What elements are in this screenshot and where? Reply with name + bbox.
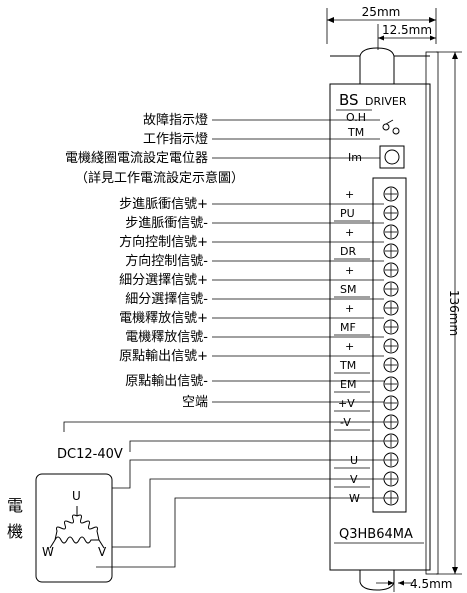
top-dimensions: 25mm 12.5mm bbox=[326, 5, 437, 50]
pulse-minus-label: 步進脈衝信號- bbox=[125, 216, 208, 231]
terminal-separators bbox=[334, 220, 370, 488]
driver-body bbox=[329, 47, 439, 591]
motor-wiring bbox=[96, 459, 384, 568]
terminal-label: DR bbox=[340, 245, 356, 258]
terminal-label: MF bbox=[340, 321, 356, 334]
fault-led-label: 故障指示燈 bbox=[143, 113, 208, 128]
fault-led bbox=[382, 123, 390, 131]
terminal-label: PU bbox=[340, 207, 355, 220]
work-led-label: 工作指示燈 bbox=[143, 132, 208, 147]
micro-plus-label: 細分選擇信號+ bbox=[119, 272, 208, 288]
pulse-plus-label: 步進脈衝信號+ bbox=[119, 197, 208, 212]
motor-label-char1: 電 bbox=[7, 496, 23, 515]
dir-plus-label: 方向控制信號+ bbox=[119, 234, 208, 250]
terminal-label: EM bbox=[340, 378, 356, 391]
motor-winding-icon bbox=[49, 506, 105, 549]
annotation-labels: 故障指示燈 工作指示燈 電機綫圈電流設定電位器 （詳見工作電流設定示意圖） 步進… bbox=[65, 113, 244, 410]
current-pot-label: 電機綫圈電流設定電位器 bbox=[65, 150, 208, 166]
terminal-label: + bbox=[345, 188, 354, 201]
home-minus-label: 原點輸出信號- bbox=[125, 374, 208, 389]
oh-label: O.H bbox=[346, 111, 366, 124]
terminal-block bbox=[372, 177, 407, 513]
terminal-label: -V bbox=[340, 416, 351, 429]
terminal-screws bbox=[383, 186, 399, 506]
empty-label: 空端 bbox=[182, 395, 208, 410]
release-plus-label: 電機釋放信號+ bbox=[119, 310, 208, 326]
home-plus-label: 原點輸出信號+ bbox=[119, 349, 208, 364]
current-potentiometer[interactable] bbox=[379, 145, 405, 169]
motor-box: 電 機 U V W bbox=[7, 473, 113, 583]
dir-minus-label: 方向控制信號- bbox=[125, 253, 208, 269]
tm-label: TM bbox=[347, 126, 364, 139]
motor-label-char2: 機 bbox=[7, 522, 23, 541]
model-label: Q3HB64MA bbox=[339, 527, 413, 542]
power-supply-label: DC12-40V bbox=[57, 447, 123, 462]
current-note-label: （詳見工作電流設定示意圖） bbox=[75, 170, 244, 186]
terminal-label: W bbox=[349, 492, 360, 505]
terminal-label: +V bbox=[338, 397, 355, 410]
mount-offset-label: 4.5mm bbox=[410, 577, 452, 591]
work-led bbox=[392, 127, 400, 135]
micro-minus-label: 細分選擇信號- bbox=[125, 291, 208, 307]
terminal-label: + bbox=[345, 264, 354, 277]
height-dimension: 136mm bbox=[436, 51, 462, 575]
terminal-label: U bbox=[350, 454, 358, 467]
potentiometer-knob[interactable] bbox=[384, 149, 400, 165]
terminal-labels: + PU + DR + SM + MF + TM EM +V -V U V W bbox=[338, 188, 360, 505]
release-minus-label: 電機釋放信號- bbox=[125, 329, 208, 345]
motor-terminal-w: W bbox=[42, 545, 54, 559]
terminal-label: SM bbox=[340, 283, 356, 296]
motor-terminal-u: U bbox=[72, 489, 81, 503]
leader-lines bbox=[212, 119, 384, 403]
brand-label: BS bbox=[339, 91, 359, 109]
brand-sub-label: DRIVER bbox=[365, 95, 407, 108]
width-half-label: 12.5mm bbox=[382, 23, 432, 37]
terminal-label: + bbox=[345, 302, 354, 315]
bottom-dimension: 4.5mm bbox=[376, 572, 452, 592]
terminal-label: + bbox=[345, 226, 354, 239]
terminal-label: + bbox=[345, 340, 354, 353]
height-label: 136mm bbox=[447, 290, 461, 336]
power-wiring: DC12-40V bbox=[57, 421, 384, 462]
im-label: Im bbox=[348, 151, 362, 164]
motor-terminal-v: V bbox=[98, 545, 107, 559]
width-total-label: 25mm bbox=[362, 5, 401, 19]
terminal-label: TM bbox=[339, 359, 356, 372]
terminal-label: V bbox=[350, 473, 358, 486]
